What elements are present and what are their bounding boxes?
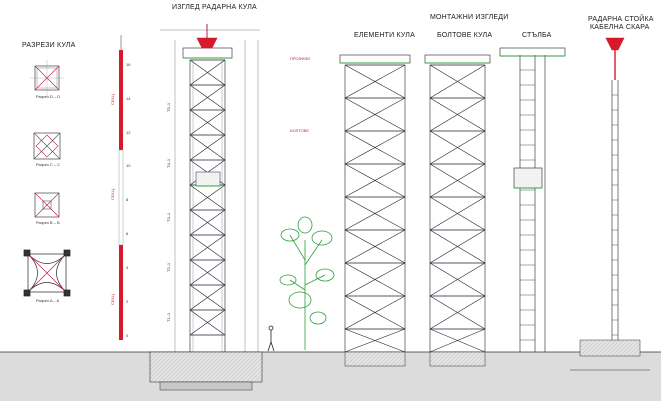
bolted-foundation [429,351,486,367]
scale-label-top: СЕКЦ. [110,93,115,105]
scale-tick: 0 [126,333,129,338]
elements-tower [339,54,411,353]
section-b [34,192,60,218]
scale-tick: 8 [126,197,129,202]
height-scale [118,35,124,340]
pole-foundation [579,339,641,357]
tower-section-label: T2–1 [166,262,171,272]
main-tower [182,24,233,352]
legend-head-bolts: БОЛТОВЕ [290,128,309,133]
section-label-c: Разрез C – C [36,162,61,167]
tower-section-label: T4–1 [166,158,171,168]
scale-tick: 4 [126,265,129,270]
bolted-tower-title: БОЛТОВЕ КУЛА [437,32,493,39]
stairs-title: СТЪЛБА [522,32,552,39]
ground-fill [0,352,661,401]
assembly-views-title: МОНТАЖНИ ИЗГЛЕДИ [430,14,509,21]
radar-pole-title: РАДАРНА СТОЙКА [588,16,654,23]
radar-tower-view-title: ИЗГЛЕД РАДАРНА КУЛА [172,4,257,11]
section-c [33,132,61,160]
scale-tick: 6 [126,231,129,236]
stairs-tower [499,47,566,352]
main-foundation [149,351,263,383]
scale-tick: 14 [126,96,131,101]
elements-foundation [344,351,406,367]
section-a [23,249,71,297]
scale-label-lower: СЕКЦ. [110,293,115,305]
scale-tick: 10 [126,163,131,168]
legend-head-profiles: ПРОФИЛИ [290,56,310,61]
section-view-title: РАЗРЕЗИ КУЛА [22,42,76,49]
section-label-a: Разрез A – A [36,298,60,303]
scale-tick: 2 [126,299,129,304]
section-d [30,60,64,96]
tower-section-label: T1–1 [166,312,171,322]
radar-pole [605,37,625,352]
main-foundation-base [159,381,253,391]
scale-tick: 12 [126,130,131,135]
scale-tick: 16 [126,62,131,67]
cable-ladder-title: КАБЕЛНА СКАРА [590,24,650,31]
scale-label-middle: СЕКЦ. [110,188,115,200]
main-tower-dimensions [160,29,260,352]
human-figure [267,325,275,352]
tower-section-label: T3–1 [166,212,171,222]
section-label-d: Разрез D – D [36,94,61,99]
tower-elements-title: ЕЛЕМЕНТИ КУЛА [354,32,415,39]
tower-section-label: T5–1 [166,102,171,112]
bolted-tower [424,54,491,353]
section-label-b: Разрез B – B [36,220,60,225]
tree [279,216,335,350]
